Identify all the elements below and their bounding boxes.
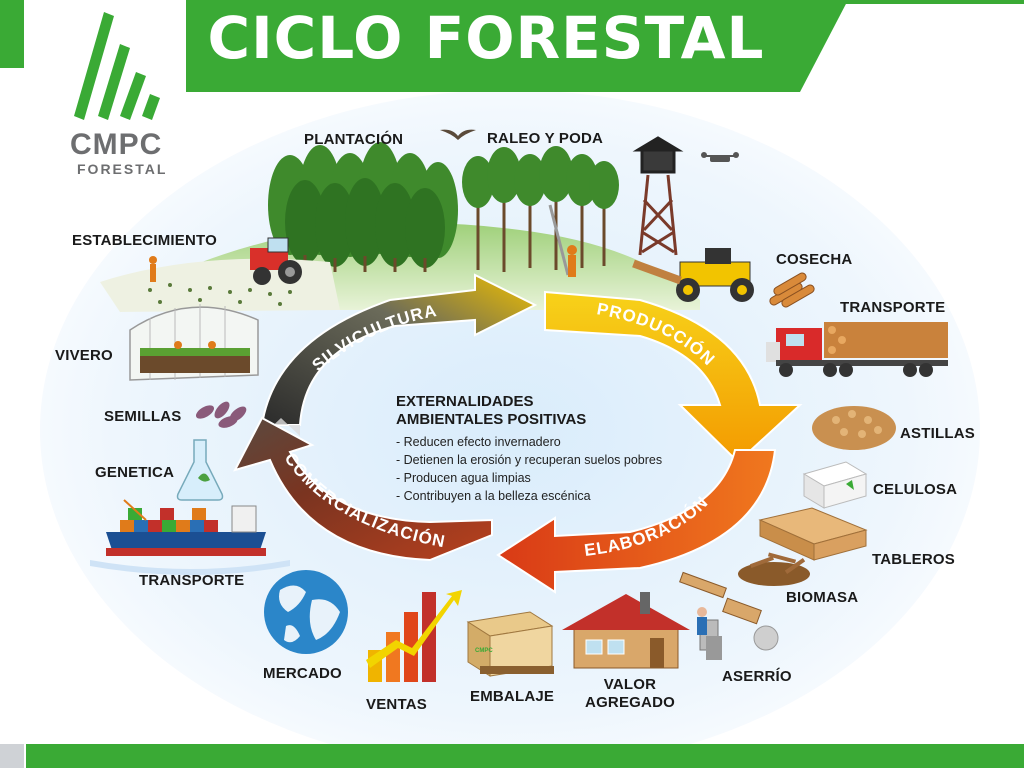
crate-logo-mark: CMPC [475, 648, 493, 654]
label-genetica: GENETICA [95, 464, 175, 481]
label-semillas: SEMILLAS [104, 408, 182, 425]
logo-mark-icon [74, 12, 160, 120]
externality-item: - Producen agua limpias [396, 471, 531, 485]
label-tableros: TABLEROS [872, 551, 955, 568]
log-truck-icon [766, 322, 948, 377]
label-biomasa: BIOMASA [786, 589, 859, 606]
label-transporte-barco: TRANSPORTE [139, 572, 245, 589]
sawmill-icon [679, 571, 779, 660]
logo-subtitle: FORESTAL [77, 161, 168, 177]
seeds-icon [195, 401, 247, 428]
produccion-arrow [544, 290, 803, 464]
label-ventas: VENTAS [366, 696, 427, 713]
label-plantacion: PLANTACIÓN [304, 131, 404, 148]
house-icon [562, 592, 690, 669]
externalities-list: - Reducen efecto invernadero - Detienen … [396, 433, 696, 505]
label-aserrio: ASERRÍO [722, 668, 792, 685]
pine-forest-icon [268, 142, 458, 272]
pulp-bale-icon [802, 461, 868, 509]
label-valor-agregado: VALOR AGREGADO [585, 676, 675, 711]
greenhouse-icon [129, 304, 259, 381]
watch-tower-icon [632, 136, 684, 256]
globe-icon [264, 570, 348, 654]
ladder-icon [548, 204, 570, 276]
externality-item: - Detienen la erosión y recuperan suelos… [396, 453, 663, 467]
crate-icon [466, 611, 554, 677]
wood-chips-icon [812, 406, 896, 450]
silvicultura-arrow [260, 273, 538, 426]
externalities-box: EXTERNALIDADES AMBIENTALES POSITIVAS - R… [396, 393, 696, 505]
left-accent-bar [0, 0, 24, 68]
cargo-ship-icon [90, 499, 290, 575]
externality-item: - Reducen efecto invernadero [396, 435, 561, 449]
cycle-arrows [233, 273, 803, 594]
log-pile-icon [769, 272, 815, 308]
label-establecimiento: ESTABLECIMIENTO [72, 232, 217, 249]
drone-icon [701, 152, 739, 162]
bird-icon [440, 129, 476, 140]
seedlings-icon [148, 283, 292, 306]
label-raleo-poda: RALEO Y PODA [487, 130, 604, 147]
externality-item: - Contribuyen a la belleza escénica [396, 489, 591, 503]
thinned-forest-icon [462, 146, 619, 277]
footer-bar [26, 744, 1024, 768]
label-mercado: MERCADO [263, 665, 342, 682]
elaboracion-arrow [496, 449, 777, 594]
label-cosecha: COSECHA [776, 251, 853, 268]
worker-icon [149, 256, 157, 282]
logo-name: CMPC [70, 128, 163, 161]
title-banner [186, 0, 848, 92]
biomass-icon [738, 552, 810, 586]
label-vivero: VIVERO [55, 347, 113, 364]
wood-boards-icon [758, 507, 868, 561]
skidder-icon [632, 248, 754, 302]
tractor-icon [250, 237, 302, 285]
label-celulosa: CELULOSA [873, 481, 958, 498]
externalities-title: EXTERNALIDADES AMBIENTALES POSITIVAS [396, 393, 587, 428]
flask-icon [176, 439, 224, 501]
comercializacion-arrow [233, 416, 493, 562]
label-astillas: ASTILLAS [900, 425, 975, 442]
sales-chart-icon [366, 590, 462, 682]
label-transporte-camion: TRANSPORTE [840, 299, 946, 316]
page-title: CICLO FORESTAL [207, 4, 765, 72]
label-embalaje: EMBALAJE [470, 688, 555, 705]
